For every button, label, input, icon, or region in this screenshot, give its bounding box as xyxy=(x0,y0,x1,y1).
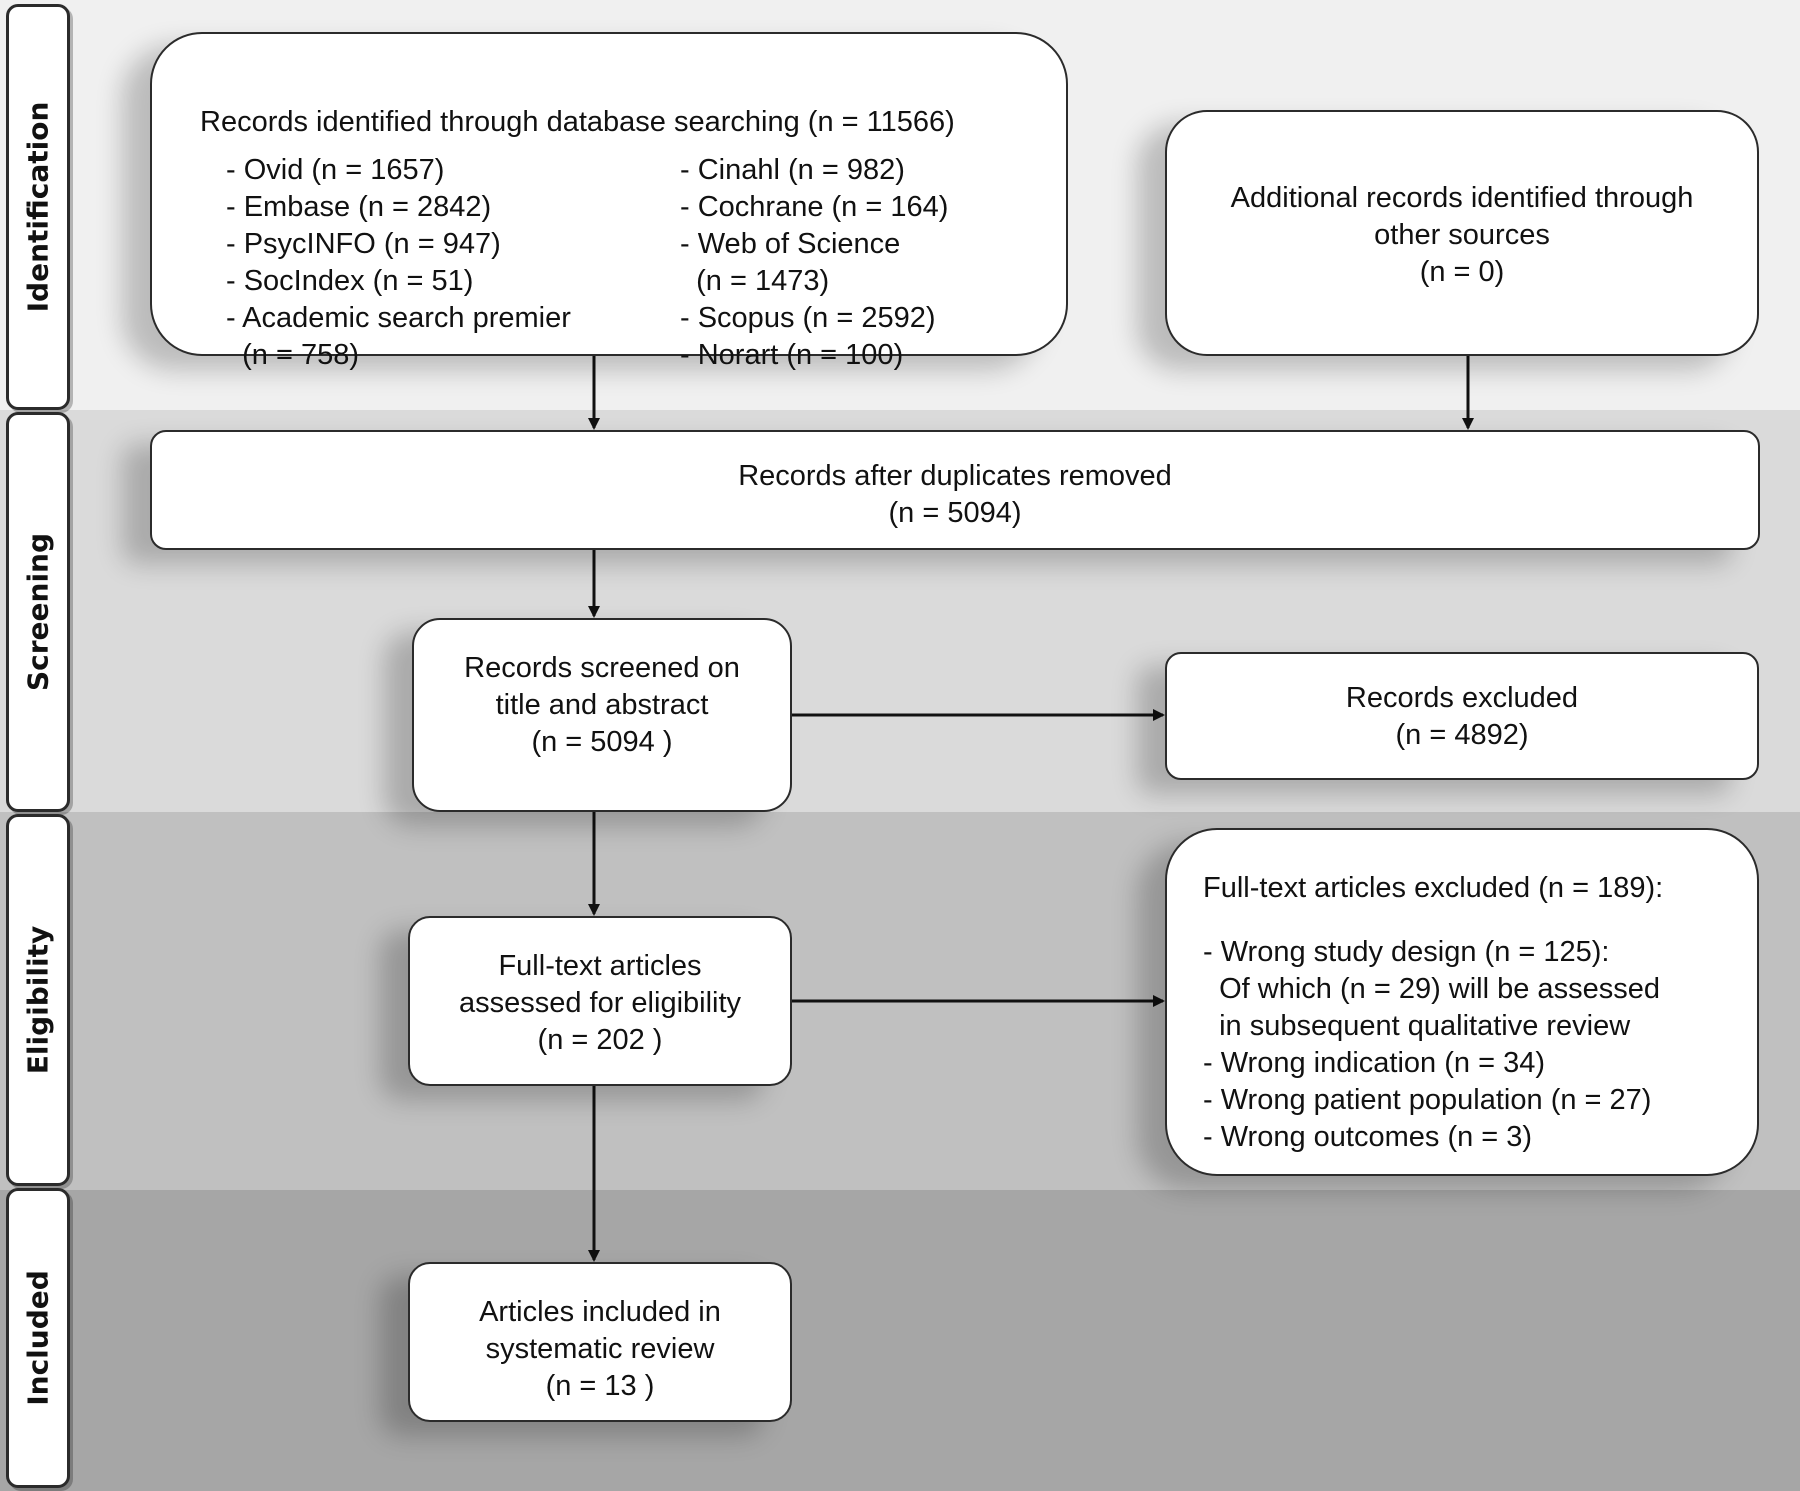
database-item: - PsycINFO (n = 947) xyxy=(226,228,501,260)
box-text-line: systematic review xyxy=(485,1333,715,1365)
database-item: - Norart (n = 100) xyxy=(680,339,904,371)
database-item: - Scopus (n = 2592) xyxy=(680,302,936,334)
box-text-line: (n = 4892) xyxy=(1395,719,1529,751)
fulltext-assessed-box: Full-text articles assessed for eligibil… xyxy=(408,916,792,1086)
database-item: (n = 758) xyxy=(226,339,359,371)
box-text-line: Additional records identified through xyxy=(1230,182,1694,214)
exclusion-reasons-list: - Wrong study design (n = 125): Of which… xyxy=(1203,934,1660,1156)
exclusion-reason: - Wrong patient population (n = 27) xyxy=(1203,1084,1652,1116)
stage-label-screening: Screening xyxy=(6,412,70,812)
box-text-line: Records screened on xyxy=(464,652,740,684)
database-list-right: - Cinahl (n = 982) - Cochrane (n = 164) … xyxy=(680,152,948,374)
box-text-line: other sources xyxy=(1374,219,1550,251)
box-text-line: (n = 202 ) xyxy=(537,1024,663,1056)
stage-label-identification: Identification xyxy=(6,4,70,410)
box-text-line: Records excluded xyxy=(1345,682,1579,714)
fulltext-excluded-title: Full-text articles excluded (n = 189): xyxy=(1203,872,1664,904)
database-item: - Cinahl (n = 982) xyxy=(680,154,905,186)
box-text-line: Records after duplicates removed xyxy=(738,460,1172,492)
database-item: - Embase (n = 2842) xyxy=(226,191,492,223)
database-item: (n = 1473) xyxy=(680,265,830,297)
box-text-line: (n = 5094 ) xyxy=(531,726,673,758)
database-search-box: Records identified through database sear… xyxy=(150,32,1068,371)
included-band xyxy=(0,1190,1800,1491)
box-text-line: (n = 5094) xyxy=(888,497,1022,529)
exclusion-reason: - Wrong study design (n = 125): xyxy=(1203,936,1610,968)
exclusion-reason: Of which (n = 29) will be assessed xyxy=(1203,973,1660,1005)
box-text-line: assessed for eligibility xyxy=(458,987,742,1019)
articles-included-box: Articles included in systematic review (… xyxy=(408,1262,792,1422)
box-text-line: Articles included in xyxy=(479,1296,721,1328)
stage-label-included: Included xyxy=(6,1188,70,1488)
database-item: - Academic search premier xyxy=(226,302,571,334)
box-text-line: title and abstract xyxy=(495,689,709,721)
other-sources-box: Additional records identified through ot… xyxy=(1165,110,1759,356)
exclusion-reason: in subsequent qualitative review xyxy=(1203,1010,1631,1042)
box-text-line: (n = 13 ) xyxy=(545,1370,655,1402)
box-text-line: (n = 0) xyxy=(1419,256,1505,288)
box-text-line: Full-text articles xyxy=(498,950,702,982)
exclusion-reason: - Wrong indication (n = 34) xyxy=(1203,1047,1545,1079)
exclusion-reason: - Wrong outcomes (n = 3) xyxy=(1203,1121,1533,1153)
fulltext-excluded-box: Full-text articles excluded (n = 189): -… xyxy=(1165,828,1759,1176)
database-list-left: - Ovid (n = 1657) - Embase (n = 2842) - … xyxy=(226,152,571,374)
stage-label-eligibility: Eligibility xyxy=(6,814,70,1186)
records-excluded-box: Records excluded (n = 4892) xyxy=(1165,652,1759,780)
database-item: - Ovid (n = 1657) xyxy=(226,154,445,186)
database-item: - Web of Science xyxy=(680,228,901,260)
database-item: - SocIndex (n = 51) xyxy=(226,265,474,297)
records-screened-box: Records screened on title and abstract (… xyxy=(412,618,792,812)
duplicates-removed-box: Records after duplicates removed (n = 50… xyxy=(150,430,1760,550)
database-item: - Cochrane (n = 164) xyxy=(680,191,949,223)
database-search-title: Records identified through database sear… xyxy=(200,106,955,138)
